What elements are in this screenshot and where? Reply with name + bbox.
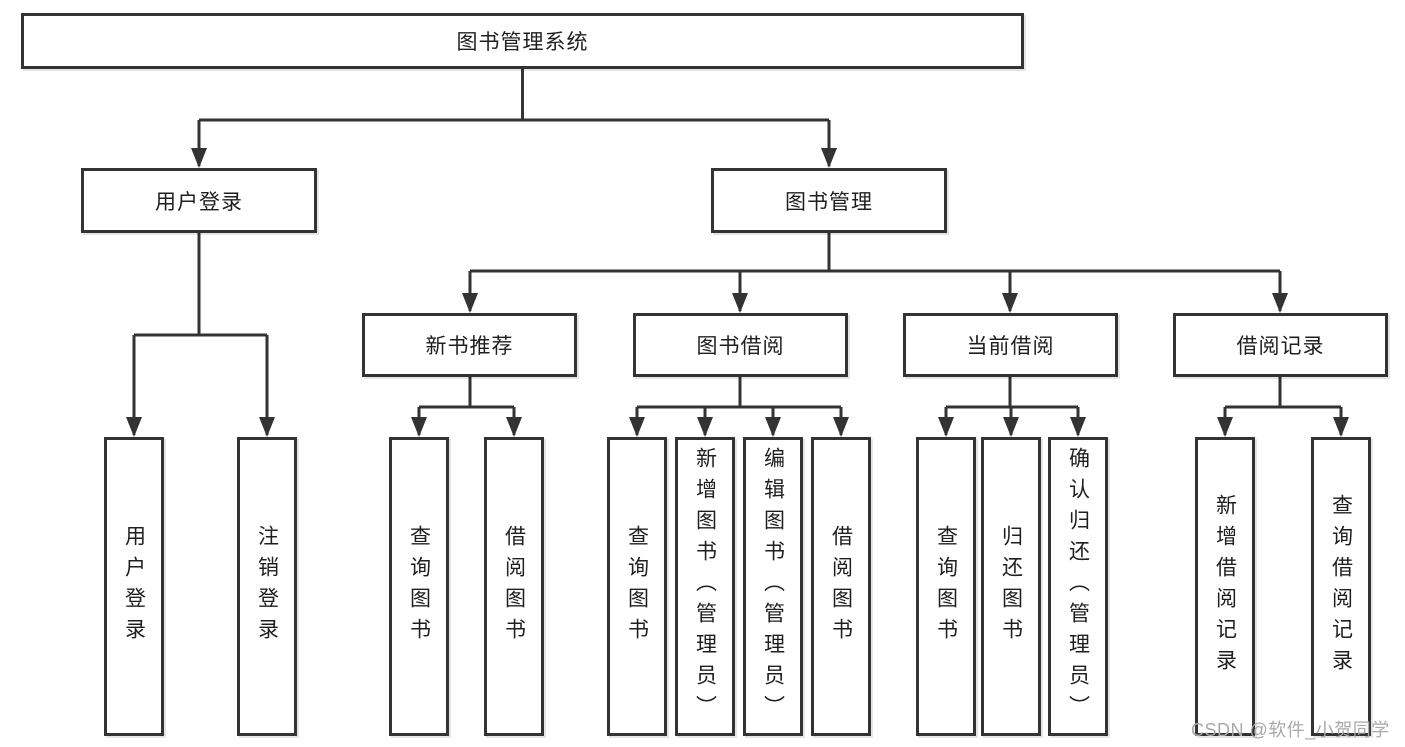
leaf-query-books-recommend: 查询图书	[389, 437, 449, 736]
leaf-query-books-borrow: 查询图书	[607, 437, 667, 736]
arrowhead-icon	[697, 417, 713, 437]
node-label: 新书推荐	[425, 335, 514, 358]
node-label: 查询借阅记录	[1329, 493, 1353, 680]
node-label: 图书管理系统	[456, 31, 589, 54]
node-label: 新增图书（管理员）	[693, 447, 717, 726]
arrowhead-icon	[259, 417, 275, 437]
arrowheads	[126, 148, 1349, 437]
arrowhead-icon	[1070, 417, 1086, 437]
node-label: 新增借阅记录	[1213, 493, 1237, 680]
arrowhead-icon	[833, 417, 849, 437]
arrowhead-icon	[1333, 417, 1349, 437]
leaf-query-borrow-record: 查询借阅记录	[1311, 437, 1371, 736]
node-label: 归还图书	[999, 524, 1023, 649]
node-label: 确认归还（管理员）	[1066, 447, 1090, 726]
arrowhead-icon	[411, 417, 427, 437]
leaf-add-books-admin: 新增图书（管理员）	[675, 437, 735, 736]
node-user-login: 用户登录	[81, 168, 317, 233]
arrowhead-icon	[821, 148, 837, 168]
connector-new-book-group	[417, 377, 516, 435]
connector-root-to-level2	[197, 69, 831, 166]
node-library-system: 图书管理系统	[21, 13, 1024, 69]
node-label: 借阅图书	[829, 524, 853, 649]
leaf-borrow-books: 借阅图书	[811, 437, 871, 736]
node-label: 用户登录	[155, 190, 243, 214]
node-label: 借阅图书	[502, 524, 526, 649]
connector-borrow-records-group	[1223, 377, 1343, 435]
node-current-borrow: 当前借阅	[903, 313, 1118, 377]
node-label: 注销登录	[255, 524, 279, 649]
arrowhead-icon	[462, 293, 478, 313]
node-new-book-recommend: 新书推荐	[362, 313, 577, 377]
node-label: 查询图书	[407, 524, 431, 649]
arrowhead-icon	[938, 417, 954, 437]
watermark: CSDN @软件_小贺同学	[1191, 720, 1390, 740]
node-label: 编辑图书（管理员）	[761, 447, 785, 726]
arrowhead-icon	[765, 417, 781, 437]
leaf-borrow-books-recommend: 借阅图书	[484, 437, 544, 736]
node-label: 当前借阅	[966, 335, 1055, 358]
node-label: 图书借阅	[696, 335, 785, 358]
leaf-return-books: 归还图书	[981, 437, 1041, 736]
connector-book-borrow-group	[635, 377, 843, 435]
leaf-add-borrow-record: 新增借阅记录	[1195, 437, 1255, 736]
node-label: 借阅记录	[1236, 335, 1325, 358]
arrowhead-icon	[1272, 293, 1288, 313]
arrowhead-icon	[732, 293, 748, 313]
node-label: 查询图书	[934, 524, 958, 649]
leaf-query-books-current: 查询图书	[916, 437, 976, 736]
node-book-management: 图书管理	[711, 168, 947, 233]
connector-book-management-to-level3	[468, 233, 1282, 311]
leaf-edit-books-admin: 编辑图书（管理员）	[743, 437, 803, 736]
arrowhead-icon	[1002, 293, 1018, 313]
arrowhead-icon	[126, 417, 142, 437]
leaf-logout: 注销登录	[237, 437, 297, 736]
arrowhead-icon	[1217, 417, 1233, 437]
arrowhead-icon	[506, 417, 522, 437]
arrowhead-icon	[629, 417, 645, 437]
node-label: 用户登录	[122, 524, 146, 649]
arrowhead-icon	[1003, 417, 1019, 437]
node-book-borrow: 图书借阅	[633, 313, 848, 377]
leaf-user-login: 用户登录	[104, 437, 164, 736]
node-borrow-records: 借阅记录	[1173, 313, 1388, 377]
leaf-confirm-return-admin: 确认归还（管理员）	[1048, 437, 1108, 736]
connector-user-login-group	[132, 233, 269, 435]
node-label: 查询图书	[625, 524, 649, 649]
node-label: 图书管理	[785, 190, 873, 214]
arrowhead-icon	[191, 148, 207, 168]
